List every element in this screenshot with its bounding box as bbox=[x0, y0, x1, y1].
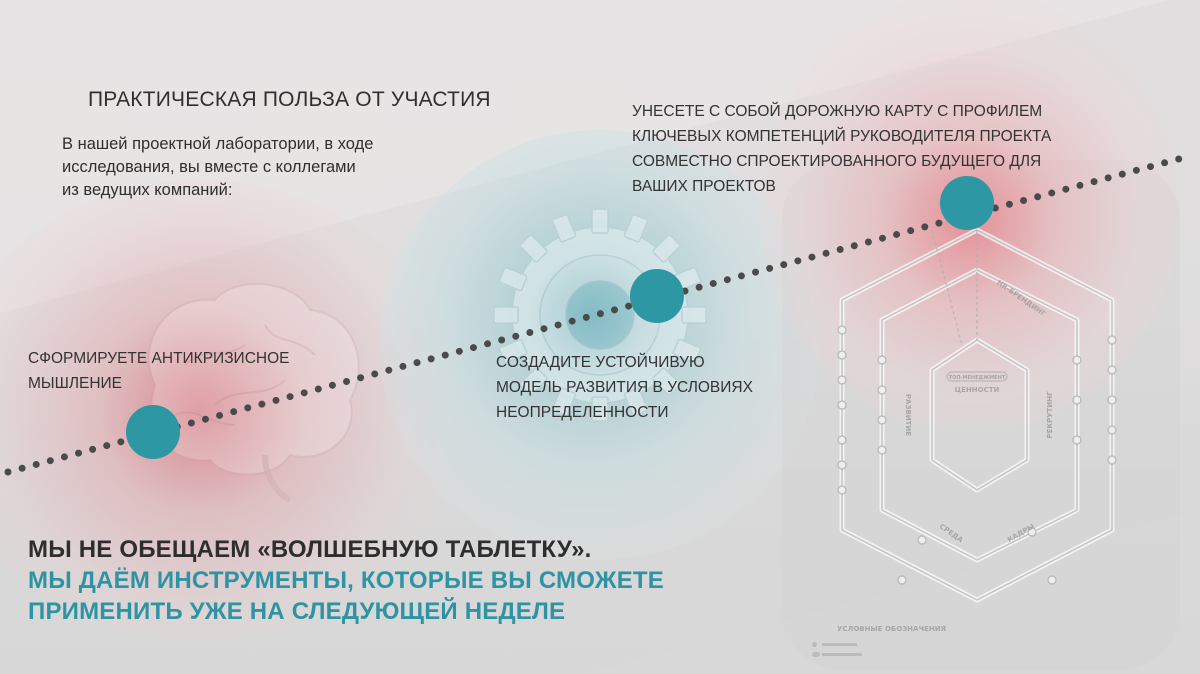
brain-icon bbox=[147, 283, 360, 503]
benefit-line: СФОРМИРУЕТЕ АНТИКРИЗИСНОЕ bbox=[28, 350, 290, 367]
benefit-anticrisis: СФОРМИРУЕТЕ АНТИКРИЗИСНОЕ МЫШЛЕНИЕ bbox=[28, 346, 289, 396]
benefit-line: СОВМЕСТНО СПРОЕКТИРОВАННОГО БУДУЩЕГО ДЛЯ bbox=[632, 153, 1042, 170]
benefit-line: ВАШИХ ПРОЕКТОВ bbox=[632, 178, 776, 195]
intro-line: исследования, вы вместе с коллегами bbox=[62, 158, 356, 176]
map-center-label: ЦЕННОСТИ bbox=[955, 386, 1000, 394]
milestone-dot-1 bbox=[126, 405, 180, 459]
benefit-line: УНЕСЕТЕ С СОБОЙ ДОРОЖНУЮ КАРТУ С ПРОФИЛЕ… bbox=[632, 103, 1043, 120]
metro-map-icon: ТОП-МЕНЕДЖМЕНТ ЦЕННОСТИ HR-БРЕНДИНГ РЕКР… bbox=[812, 200, 1117, 657]
map-line-recruiting: РЕКРУТИНГ bbox=[1046, 391, 1054, 439]
page-title: ПРАКТИЧЕСКАЯ ПОЛЬЗА ОТ УЧАСТИЯ bbox=[88, 88, 491, 111]
milestone-dot-2 bbox=[630, 269, 684, 323]
benefit-line: СОЗДАДИТЕ УСТОЙЧИВУЮ bbox=[496, 354, 705, 371]
milestone-dot-3 bbox=[940, 176, 994, 230]
statement-line-1: МЫ НЕ ОБЕЩАЕМ «ВОЛШЕБНУЮ ТАБЛЕТКУ». bbox=[28, 536, 592, 563]
map-center-tag: ТОП-МЕНЕДЖМЕНТ bbox=[949, 375, 1006, 381]
statement-line-3: ПРИМЕНИТЬ УЖЕ НА СЛЕДУЮЩЕЙ НЕДЕЛЕ bbox=[28, 598, 566, 625]
benefit-line: МЫШЛЕНИЕ bbox=[28, 375, 123, 392]
benefit-line: НЕОПРЕДЕЛЕННОСТИ bbox=[496, 404, 669, 421]
bottom-statement: МЫ НЕ ОБЕЩАЕМ «ВОЛШЕБНУЮ ТАБЛЕТКУ». МЫ Д… bbox=[28, 534, 664, 627]
intro-line: В нашей проектной лаборатории, в ходе bbox=[62, 135, 374, 153]
benefit-sustainable-model: СОЗДАДИТЕ УСТОЙЧИВУЮ МОДЕЛЬ РАЗВИТИЯ В У… bbox=[496, 350, 753, 425]
map-legend-title: УСЛОВНЫЕ ОБОЗНАЧЕНИЯ bbox=[837, 625, 946, 633]
map-line-development: РАЗВИТИЕ bbox=[904, 394, 912, 436]
benefit-line: МОДЕЛЬ РАЗВИТИЯ В УСЛОВИЯХ bbox=[496, 379, 753, 396]
statement-line-2: МЫ ДАЁМ ИНСТРУМЕНТЫ, КОТОРЫЕ ВЫ СМОЖЕТЕ bbox=[28, 567, 664, 594]
intro-line: из ведущих компаний: bbox=[62, 181, 233, 199]
benefit-line: КЛЮЧЕВЫХ КОМПЕТЕНЦИЙ РУКОВОДИТЕЛЯ ПРОЕКТ… bbox=[632, 128, 1052, 145]
intro-text: В нашей проектной лаборатории, в ходе ис… bbox=[62, 133, 442, 202]
benefit-roadmap: УНЕСЕТЕ С СОБОЙ ДОРОЖНУЮ КАРТУ С ПРОФИЛЕ… bbox=[632, 99, 1051, 199]
